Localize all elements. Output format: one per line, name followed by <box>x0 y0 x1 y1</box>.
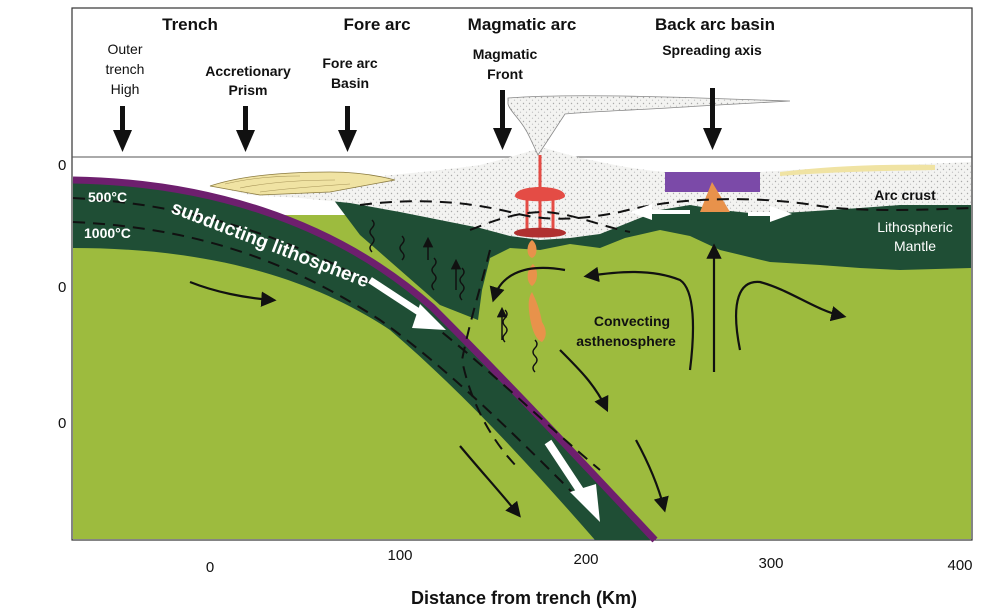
white-arrows <box>368 204 792 522</box>
convecting-asthenosphere-line1: Convecting <box>594 313 670 329</box>
accretionary-prism-line1: Accretionary <box>205 63 291 79</box>
moho-magma-sill <box>514 227 566 238</box>
isotherm-500-label: 500°C <box>88 189 127 205</box>
fore-arc-basin-line1: Fore arc <box>322 55 377 71</box>
x-tick-300: 300 <box>758 555 783 572</box>
lithospheric-mantle-line1: Lithospheric <box>877 219 953 235</box>
y-tick-0: 0 <box>58 157 66 174</box>
magmatic-arc-heading: Magmatic arc <box>468 15 577 34</box>
lithospheric-mantle-line2: Mantle <box>894 238 936 254</box>
volcanic-plume <box>507 95 791 156</box>
x-tick-0: 0 <box>206 559 214 576</box>
isotherm-1000-label: 1000°C <box>84 225 131 241</box>
down-arrows <box>113 88 722 152</box>
magmatic-front-line1: Magmatic <box>473 46 538 62</box>
magmatic-front-line2: Front <box>487 66 523 82</box>
accretionary-prism <box>209 171 396 196</box>
y-tick-2: 0 <box>58 415 66 432</box>
arc-crust-label: Arc crust <box>874 187 936 203</box>
melt-blobs <box>527 240 546 342</box>
fore-arc-heading: Fore arc <box>343 15 410 34</box>
fore-arc-basin-line2: Basin <box>331 75 369 91</box>
convecting-asthenosphere-line2: asthenosphere <box>576 333 676 349</box>
back-arc-basin-heading: Back arc basin <box>655 15 775 34</box>
y-tick-1: 0 <box>58 279 66 296</box>
arc-crust <box>220 148 971 240</box>
back-arc-sediment <box>780 164 935 176</box>
trench-heading: Trench <box>162 15 218 34</box>
x-tick-400: 400 <box>947 557 972 574</box>
spreading-axis-label: Spreading axis <box>662 42 762 58</box>
outer-trench-high-line3: High <box>111 81 140 97</box>
convection-arrows <box>189 243 847 518</box>
slab-crust <box>72 176 658 543</box>
spreading-ridge-melt <box>700 182 730 212</box>
x-tick-100: 100 <box>387 547 412 564</box>
back-arc-cap <box>665 172 760 192</box>
asthenosphere <box>73 215 971 539</box>
x-axis-title: Distance from trench (Km) <box>411 588 637 608</box>
outer-trench-high-line2: trench <box>106 61 145 77</box>
x-tick-200: 200 <box>573 551 598 568</box>
isotherm-1000 <box>72 221 581 501</box>
magma-chamber <box>515 187 565 202</box>
accretionary-prism-line2: Prism <box>229 82 268 98</box>
outer-trench-high-line1: Outer <box>107 41 142 57</box>
